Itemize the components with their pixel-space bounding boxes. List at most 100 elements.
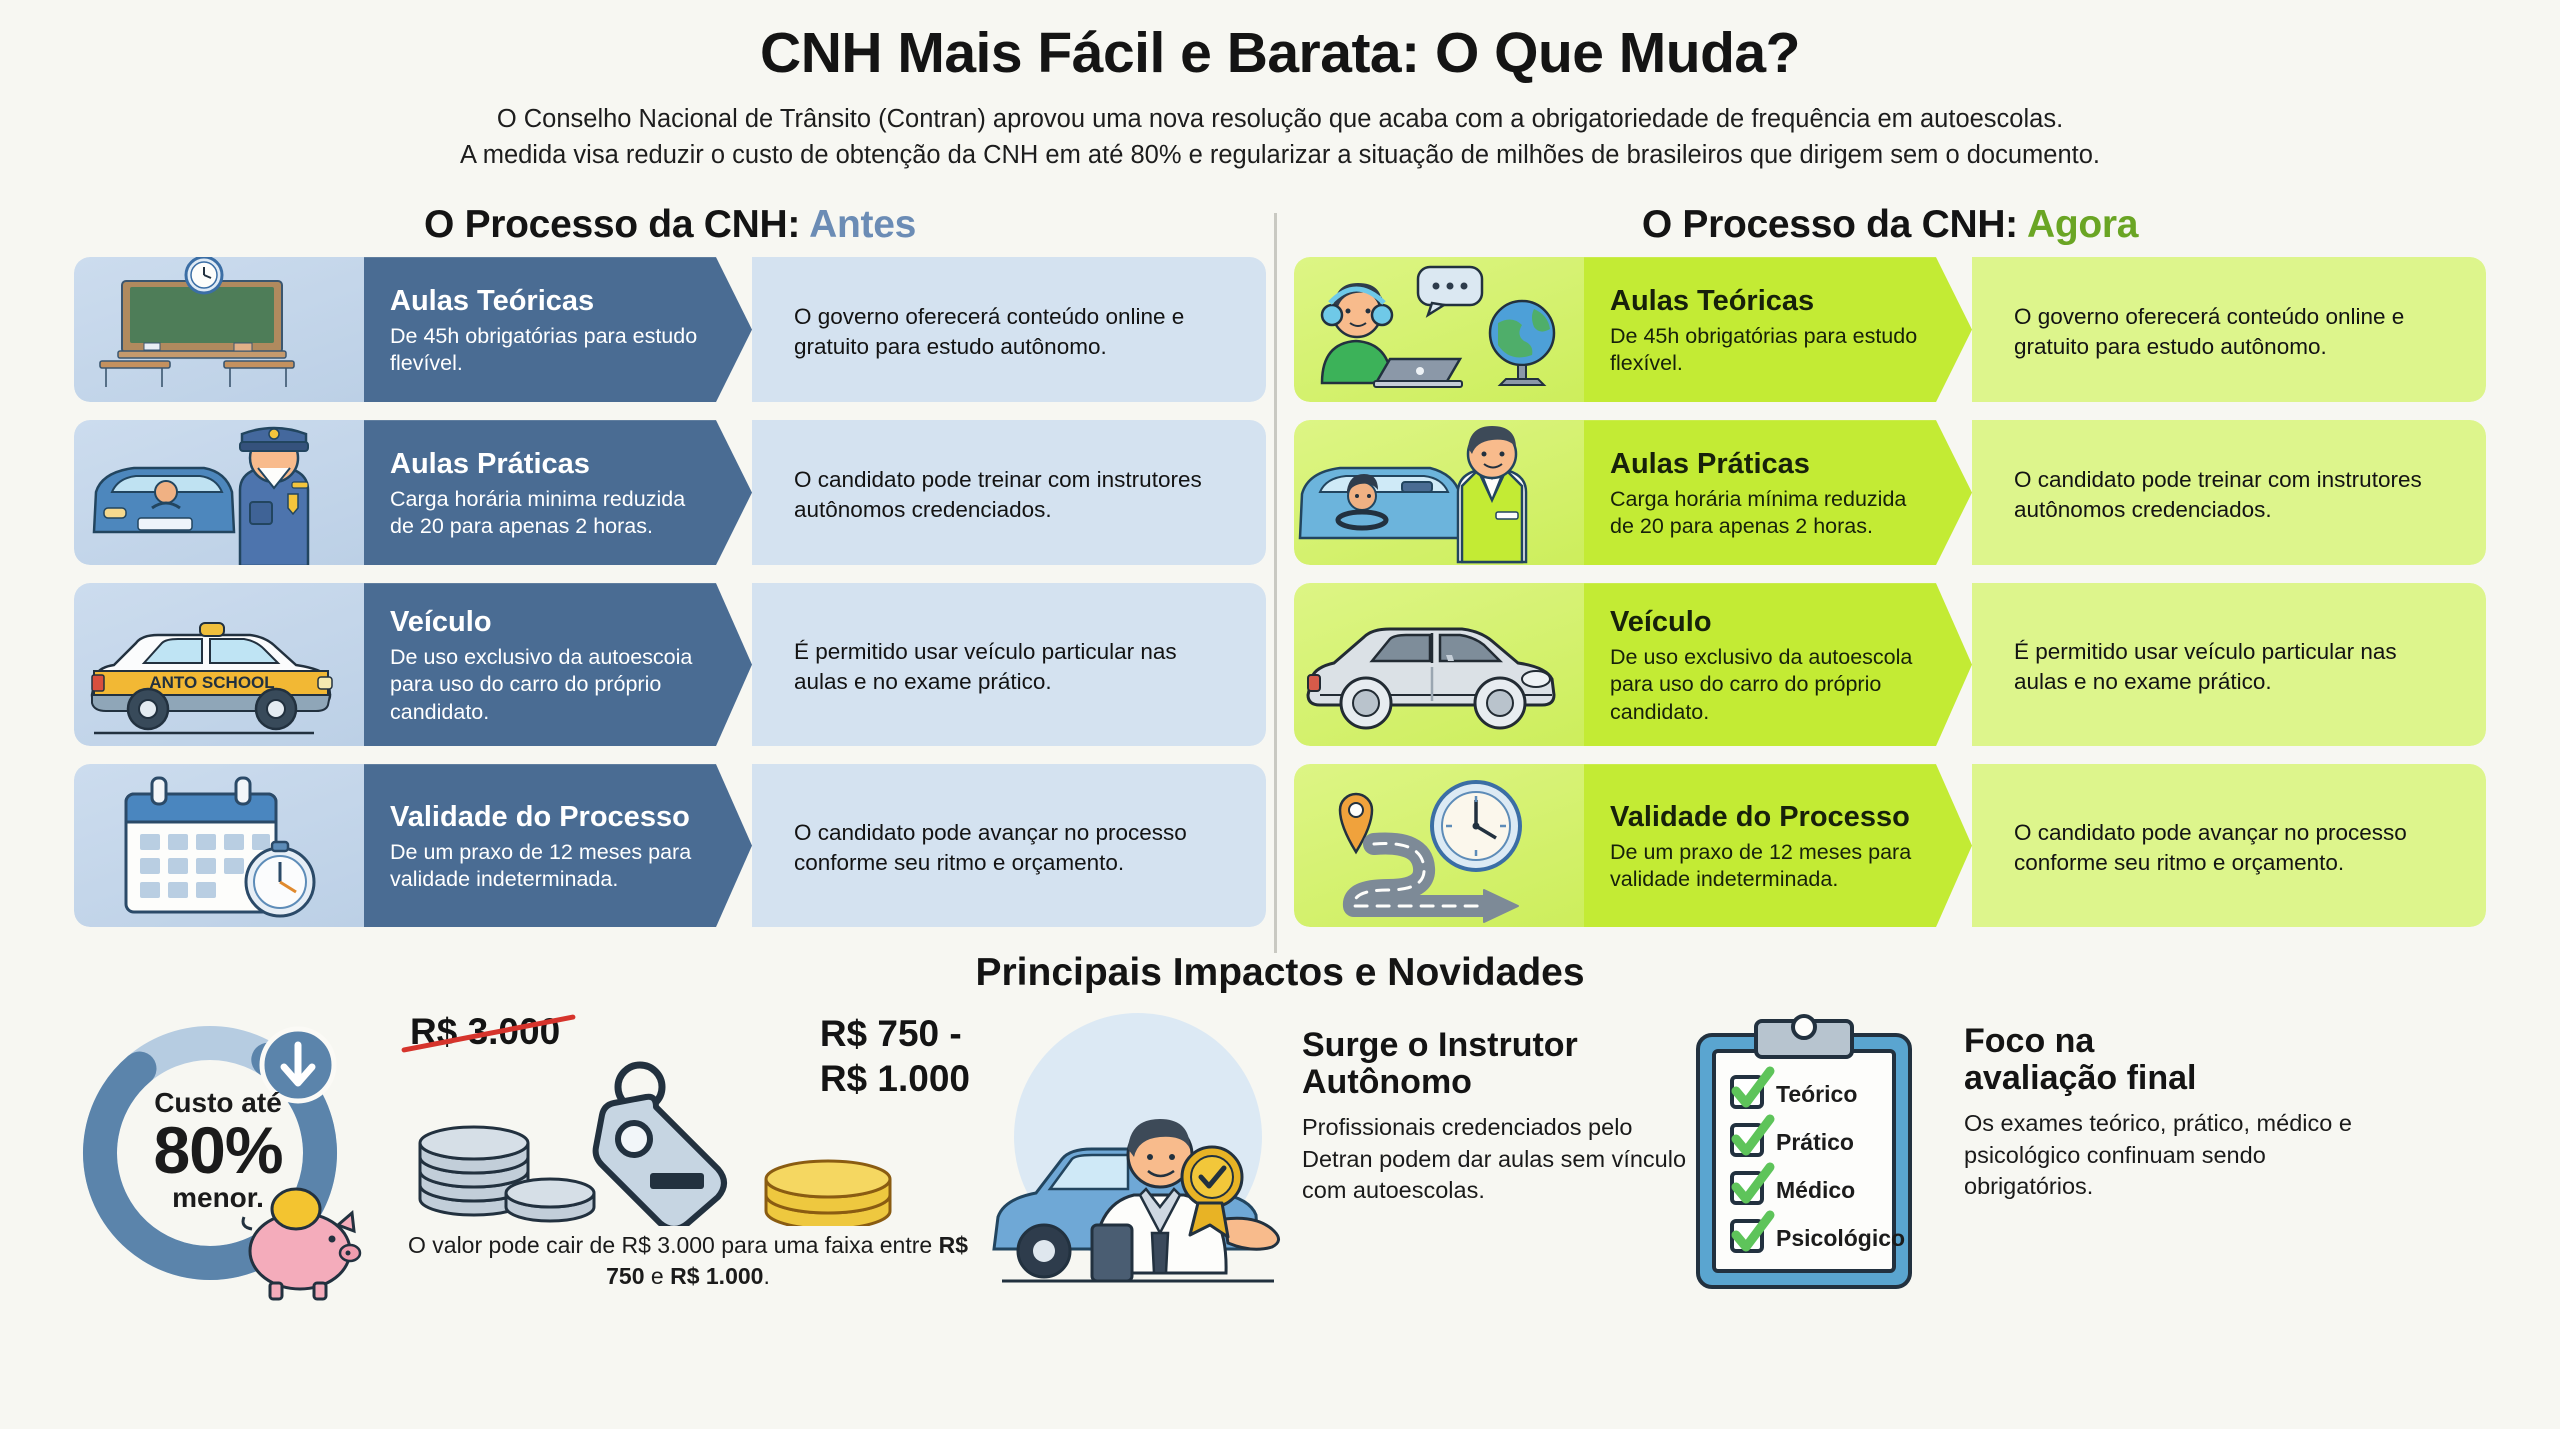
new-price-line-1: R$ 750 - [819,1013,962,1055]
agora-panel: Aulas Teóricas De 45h obrigatórias para … [1280,257,2500,945]
checklist-item-label: Teórico [1776,1081,1857,1107]
silver-coins-icon [418,1125,596,1223]
subtitle-line-1: O Conselho Nacional de Trânsito (Contran… [496,104,2064,133]
column-divider [1274,213,1277,954]
agora-label-aulas-praticas: Aulas Práticas Carga horária mínima redu… [1584,420,1972,565]
driving-school-car-illustration: ANTO SCHOOL [74,583,364,747]
infographic-header: CNH Mais Fácil e Barata: O Que Muda? O C… [0,0,2560,179]
verified-badge-icon [1180,1145,1244,1239]
driver-and-autonomous-instructor-illustration [1294,420,1584,566]
antes-label-veiculo: Veículo De uso exclusivo da autoescoia p… [364,583,752,746]
agora-desc-validade: O candidato pode avançar no processo con… [1972,764,2486,928]
instructor-text-block: Surge o Instrutor Autônomo Profissionais… [1288,1009,1688,1207]
price-comparison: R$ 3.000 R$ 750 - R$ 1.000 [388,1003,988,1291]
chalkboard-clock-illustration [74,257,364,403]
antes-heading-prefix: O Processo da CNH: [424,203,801,247]
antes-row-aulas-teoricas: Aulas Teóricas De 45h obrigatórias para … [74,257,1266,403]
card-subtitle: De uso exclusivo da autoescola para uso … [1610,644,1913,725]
price-caption-bold-1: R$ 750 [606,1232,968,1289]
calendar-stopwatch-illustration [74,764,364,928]
agora-desc-aulas-teoricas: O governo oferecerá conteúdo online e gr… [1972,257,2486,403]
card-title: Aulas Práticas [1610,448,1810,481]
exam-heading: Foco na avaliação final [1964,1022,2388,1098]
impacts-section: Custo até 80% menor. R$ 3.000 R$ 750 - R… [0,995,2560,1303]
final-exam-impact: Teórico Prático Médico Psicológico Foco … [1688,1003,2388,1299]
clipboard-checklist-icon: Teórico Prático Médico Psicológico [1688,1009,1938,1299]
subtitle-line-2: A medida visa reduzir o custo de obtençã… [460,140,2100,169]
down-arrow-icon [259,1026,337,1104]
price-caption-part-1: O valor pode cair de R$ 3.000 para uma f… [408,1232,939,1259]
card-subtitle: Carga horária mínima reduzida de 20 para… [1610,486,1907,539]
card-description: É permitido usar veículo particular nas … [794,639,1177,694]
old-price-label: R$ 3.000 [401,1011,577,1054]
new-price-label: R$ 750 - R$ 1.000 [820,1011,970,1101]
price-caption-bold-2: R$ 1.000 [670,1262,764,1289]
donut-top-label: Custo até [154,1087,282,1119]
antes-column-heading: O Processo da CNH: Antes [60,203,1280,247]
card-description: O governo oferecerá conteúdo online e gr… [2014,304,2405,359]
card-title: Aulas Práticas [390,448,590,481]
antes-desc-aulas-praticas: O candidato pode treinar com instrutores… [752,420,1266,566]
card-description: O candidato pode avançar no processo con… [794,820,1187,875]
price-caption: O valor pode cair de R$ 3.000 para uma f… [388,1230,988,1291]
exam-heading-line-1: Foco na [1964,1022,2095,1061]
antes-panel: Aulas Teóricas De 45h obrigatórias para … [60,257,1280,945]
autonomous-instructor-impact: Surge o Instrutor Autônomo Profissionais… [988,1003,1688,1289]
antes-label-aulas-praticas: Aulas Práticas Carga horária minima redu… [364,420,752,565]
price-caption-mid: e [644,1262,671,1289]
agora-label-validade: Validade do Processo De um praxo de 12 m… [1584,764,1972,927]
column-headings: O Processo da CNH: Antes O Processo da C… [0,203,2560,247]
agora-column-heading: O Processo da CNH: Agora [1280,203,2500,247]
donut-center-labels: Custo até 80% menor. [48,1089,388,1212]
card-description: O candidato pode treinar com instrutores… [2014,467,2422,522]
instructor-body: Profissionais credenciados pelo Detran p… [1302,1113,1687,1204]
exam-body: Os exames teórico, prático, médico e psi… [1964,1109,2352,1200]
agora-desc-aulas-praticas: O candidato pode treinar com instrutores… [1972,420,2486,566]
checklist-items: Teórico Prático Médico Psicológico [1730,1066,1905,1254]
antes-row-aulas-praticas: Aulas Práticas Carga horária minima redu… [74,420,1266,566]
price-tag-minus-icon [592,1061,727,1227]
checklist-item-label: Prático [1776,1129,1854,1155]
card-subtitle: De 45h obrigatórias para estudo flexível… [1610,323,1918,376]
card-title: Validade do Processo [390,801,690,834]
impacts-section-title: Principais Impactos e Novidades [975,951,1585,995]
donut-value-label: 80% [153,1113,283,1188]
cost-reduction-donut: Custo até 80% menor. [48,1003,388,1303]
agora-label-veiculo: Veículo De uso exclusivo da autoescola p… [1584,583,1972,746]
agora-row-aulas-teoricas: Aulas Teóricas De 45h obrigatórias para … [1294,257,2486,403]
card-subtitle: De 45h obrigatórias para estudo flevível… [390,323,698,376]
online-study-laptop-globe-illustration [1294,257,1584,403]
card-description: O governo oferecerá conteúdo online e gr… [794,304,1185,359]
antes-row-veiculo: ANTO SCHOOL Veículo De uso exclusivo da … [74,583,1266,747]
card-title: Veículo [1610,606,1712,639]
card-subtitle: Carga horária minima reduzida de 20 para… [390,486,686,539]
new-price-line-2: R$ 1.000 [819,1058,970,1100]
card-title: Aulas Teóricas [390,285,595,318]
card-title: Aulas Teóricas [1610,285,1815,318]
private-car-illustration [1294,583,1584,747]
instructor-heading-line-2: Autônomo [1302,1063,1472,1102]
antes-heading-accent: Antes [809,203,916,247]
exam-heading-line-2: avaliação final [1964,1059,2197,1098]
agora-row-aulas-praticas: Aulas Práticas Carga horária mínima redu… [1294,420,2486,566]
car-door-text: ANTO SCHOOL [149,673,274,692]
instructor-heading-line-1: Surge o Instrutor [1302,1026,1578,1065]
card-title: Veículo [390,606,492,639]
checklist-item-label: Psicológico [1776,1225,1905,1251]
antes-desc-veiculo: É permitido usar veículo particular nas … [752,583,1266,747]
comparison-panels: Aulas Teóricas De 45h obrigatórias para … [0,213,2560,954]
agora-heading-accent: Agora [2026,203,2139,247]
card-subtitle: De um praxo de 12 meses para validade in… [1610,839,1912,892]
antes-row-validade: Validade do Processo De um praxo de 12 m… [74,764,1266,928]
card-subtitle: De uso exclusivo da autoescoia para uso … [390,644,693,725]
piggy-bank-icon [241,1187,362,1301]
agora-desc-veiculo: É permitido usar veículo particular nas … [1972,583,2486,747]
agora-heading-prefix: O Processo da CNH: [1641,203,2018,247]
card-title: Validade do Processo [1610,801,1910,834]
gold-coins-icon [764,1159,892,1227]
agora-row-veiculo: Veículo De uso exclusivo da autoescola p… [1294,583,2486,747]
agora-label-aulas-teoricas: Aulas Teóricas De 45h obrigatórias para … [1584,257,1972,402]
agora-row-validade: Validade do Processo De um praxo de 12 m… [1294,764,2486,928]
route-clock-illustration [1294,764,1584,928]
car-police-instructor-illustration [74,420,364,566]
